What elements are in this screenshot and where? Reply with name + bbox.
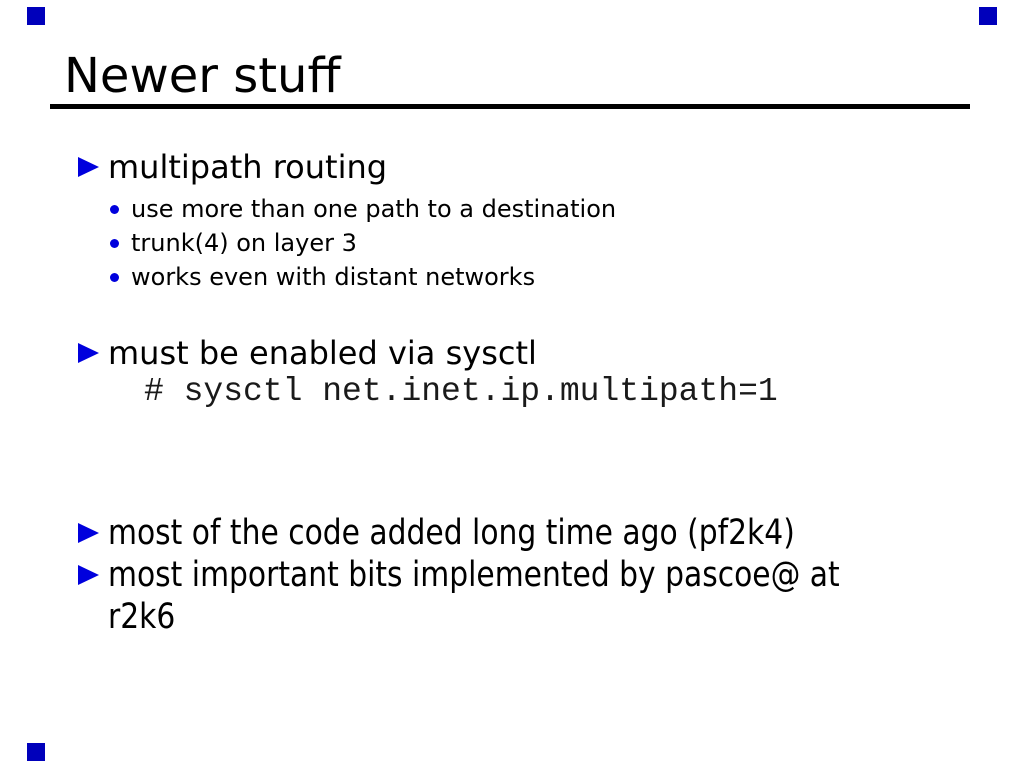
- sub-bullet-item: use more than one path to a destination: [110, 192, 616, 226]
- corner-square-top-right-icon: [979, 7, 997, 25]
- corner-square-bottom-left-icon: [27, 743, 45, 761]
- bullet-item-sysctl: must be enabled via sysctl: [78, 334, 537, 372]
- sub-bullet-label: trunk(4) on layer 3: [131, 229, 357, 257]
- sub-bullet-label: works even with distant networks: [131, 263, 536, 291]
- triangle-bullet-icon: [78, 565, 99, 585]
- bullet-item-pascoe: most important bits implemented by pasco…: [78, 554, 1008, 638]
- corner-square-top-left-icon: [27, 7, 45, 25]
- triangle-bullet-icon: [78, 343, 99, 363]
- sysctl-command-line: # sysctl net.inet.ip.multipath=1: [144, 373, 778, 410]
- dot-bullet-icon: [110, 204, 119, 214]
- sub-bullet-item: works even with distant networks: [110, 260, 616, 294]
- sub-bullet-list: use more than one path to a destination …: [110, 192, 616, 294]
- bullet-item-code-added: most of the code added long time ago (pf…: [78, 512, 916, 554]
- title-underline: [50, 104, 970, 109]
- triangle-bullet-icon: [78, 157, 99, 177]
- bullet-label: must be enabled via sysctl: [108, 334, 537, 372]
- bullet-label: multipath routing: [108, 148, 388, 186]
- bullet-label: most important bits implemented by pasco…: [108, 555, 840, 637]
- dot-bullet-icon: [110, 272, 119, 282]
- slide-title: Newer stuff: [64, 48, 341, 104]
- bullet-item-multipath-routing: multipath routing: [78, 148, 387, 186]
- bullet-label: most of the code added long time ago (pf…: [108, 513, 795, 553]
- triangle-bullet-icon: [78, 523, 99, 543]
- dot-bullet-icon: [110, 238, 119, 248]
- sub-bullet-item: trunk(4) on layer 3: [110, 226, 616, 260]
- sub-bullet-label: use more than one path to a destination: [131, 195, 617, 223]
